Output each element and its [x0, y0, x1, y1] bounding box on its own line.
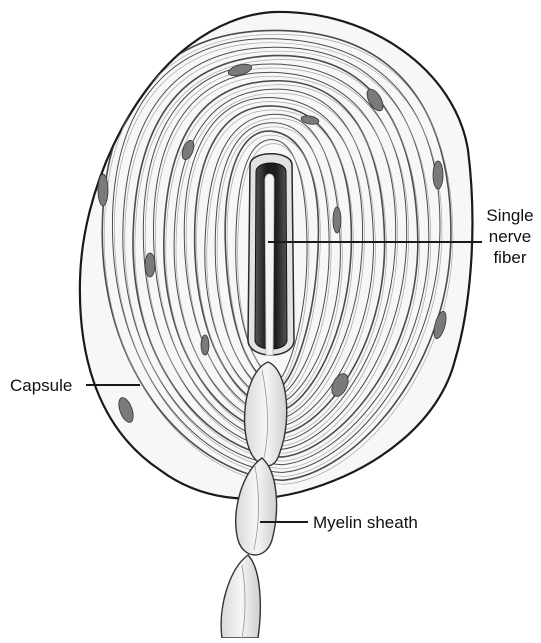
single-nerve-fiber-label: Single nerve fiber: [484, 205, 536, 268]
fiber-label-line-2: nerve: [484, 226, 536, 247]
myelin-sheath-label: Myelin sheath: [313, 512, 418, 533]
nerve-fiber-terminal: [265, 174, 274, 355]
capsule-label: Capsule: [10, 375, 72, 396]
fiber-label-line-1: Single: [484, 205, 536, 226]
fiber-label-line-3: fiber: [484, 247, 536, 268]
